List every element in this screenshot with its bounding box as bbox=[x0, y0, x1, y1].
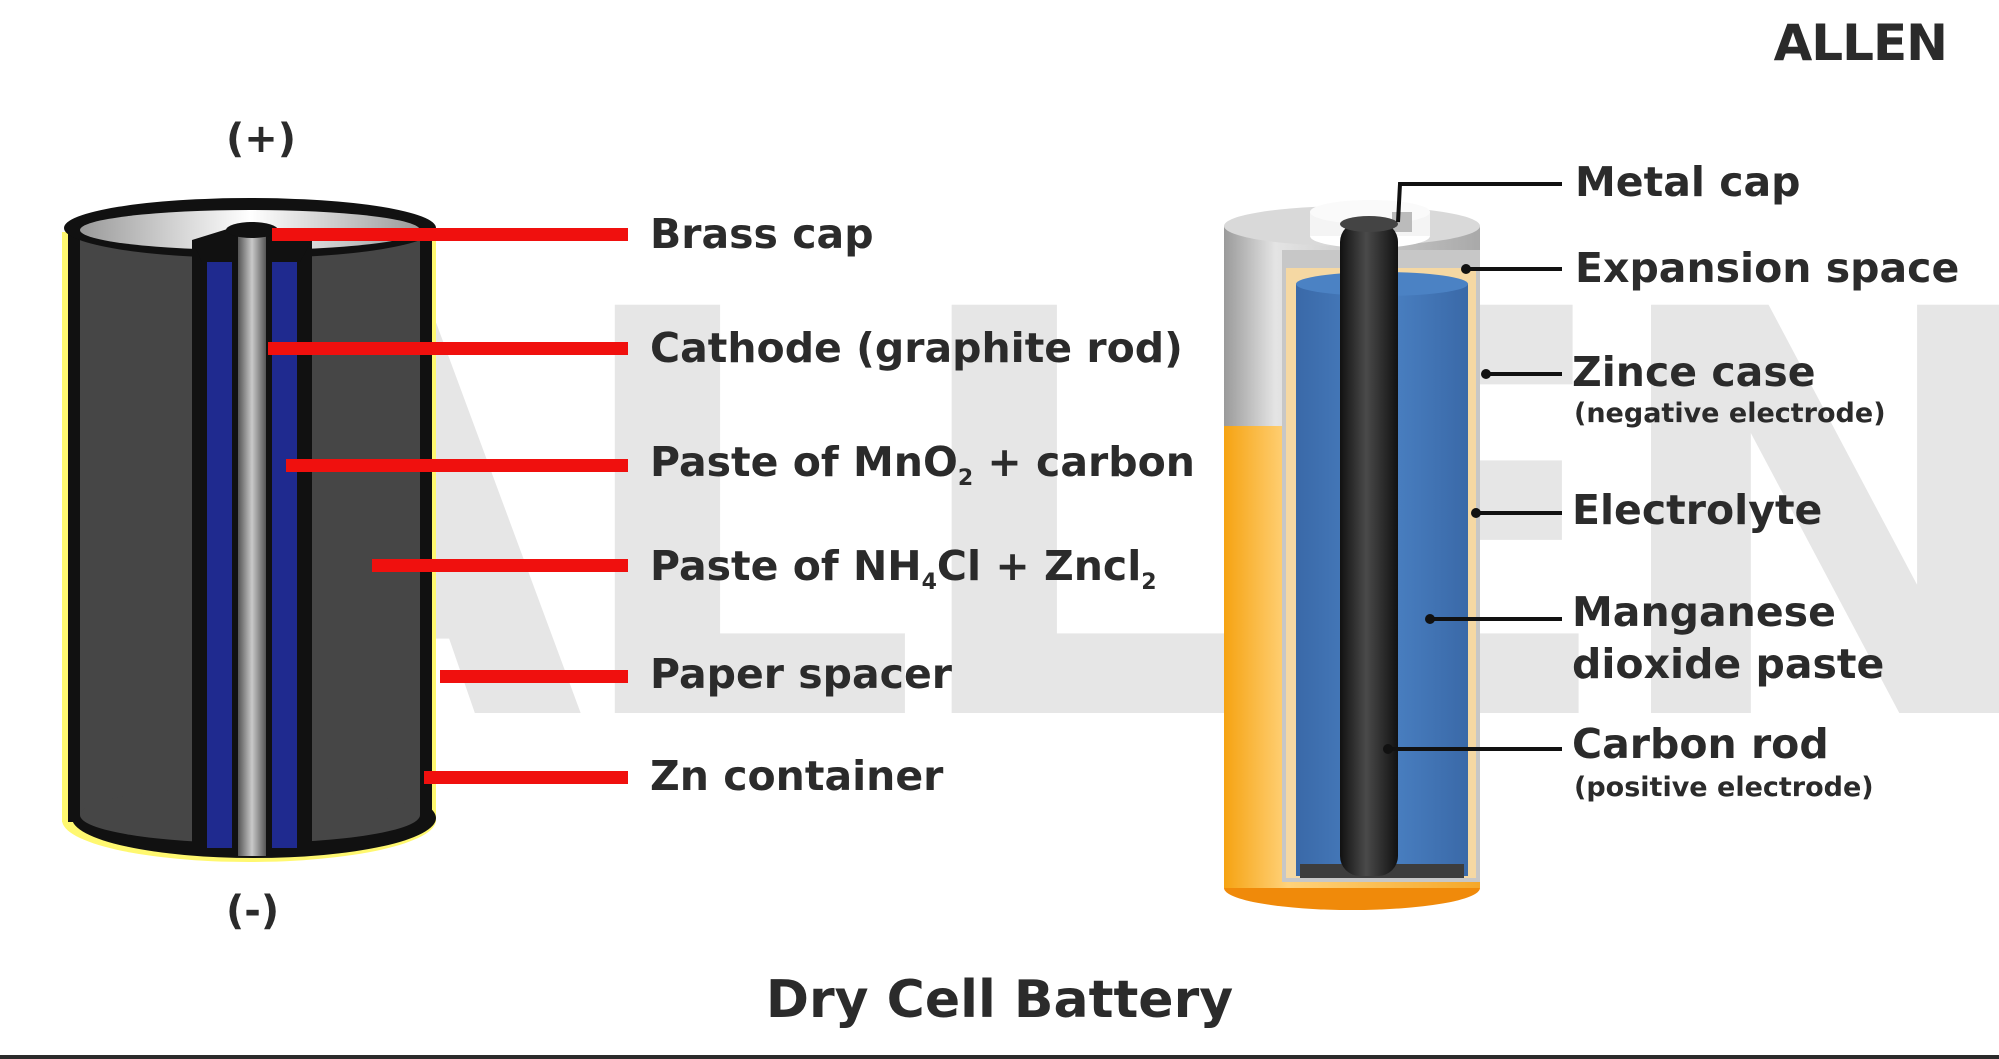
pointer-paste-nh4cl bbox=[372, 559, 628, 572]
label-metal-cap: Metal cap bbox=[1575, 158, 1801, 206]
label-carbon-rod: Carbon rod bbox=[1572, 720, 1829, 768]
allen-watermark: ALLEN bbox=[150, 194, 1999, 846]
label-electrolyte: Electrolyte bbox=[1572, 486, 1823, 534]
label-zn-container: Zn container bbox=[650, 752, 944, 800]
label-manganese-line1: Manganese bbox=[1572, 588, 1836, 636]
label-paper-spacer: Paper spacer bbox=[650, 650, 953, 698]
right-pointers bbox=[1388, 182, 1562, 751]
label-carbon-rod-sub: (positive electrode) bbox=[1574, 772, 1874, 803]
bottom-rule bbox=[0, 1055, 1999, 1059]
label-paste-mno2: Paste of MnO2 + carbon bbox=[650, 438, 1195, 492]
positive-terminal-label: (+) bbox=[226, 116, 297, 162]
pointer-paper-spacer bbox=[440, 670, 628, 683]
negative-terminal-label: (-) bbox=[226, 888, 280, 934]
pointer-paste-mno2 bbox=[286, 459, 628, 472]
label-brass-cap: Brass cap bbox=[650, 210, 874, 258]
label-manganese-line2: dioxide paste bbox=[1572, 640, 1885, 688]
label-paste-nh4cl: Paste of NH4Cl + Zncl2 bbox=[650, 542, 1157, 596]
label-cathode: Cathode (graphite rod) bbox=[650, 324, 1183, 372]
left-pointers bbox=[268, 228, 628, 784]
pointer-cathode bbox=[268, 342, 628, 355]
label-zinc-case: Zince case bbox=[1572, 348, 1816, 396]
pointer-zn-container bbox=[424, 771, 628, 784]
pointer-metal-cap bbox=[1396, 182, 1562, 223]
pointer-brass-cap bbox=[272, 228, 628, 241]
right-cell-illustration bbox=[1224, 200, 1480, 910]
diagram-caption: Dry Cell Battery bbox=[765, 970, 1234, 1030]
pointer-dots bbox=[1383, 264, 1491, 754]
label-expansion-space: Expansion space bbox=[1575, 244, 1960, 292]
left-cell-core bbox=[192, 222, 312, 856]
label-zinc-case-sub: (negative electrode) bbox=[1574, 398, 1886, 429]
allen-logo: ALLEN bbox=[1773, 14, 1948, 72]
